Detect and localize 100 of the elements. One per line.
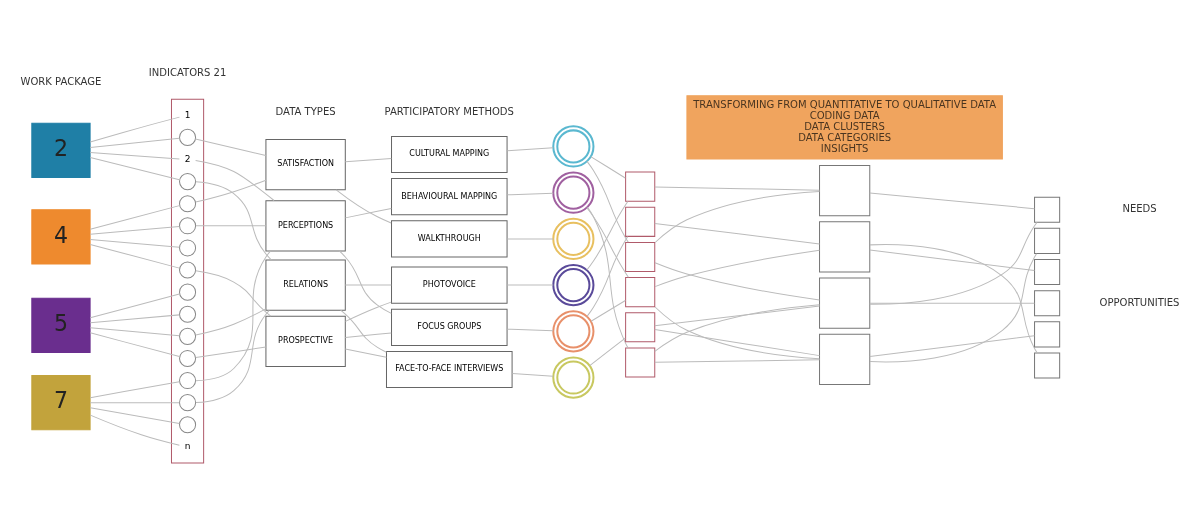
node-box [625,241,656,272]
connector [335,188,392,223]
connector [654,305,820,326]
connector [587,206,629,348]
connector [89,331,180,357]
node-circle [179,415,197,433]
node-box [625,276,656,307]
node-box [819,164,871,216]
connector [89,380,180,398]
connector [195,309,270,403]
node-box [625,171,656,202]
connector [654,222,820,244]
node-picture [552,171,595,214]
node-box [819,277,871,329]
label: NEEDS [1122,202,1157,214]
connector [869,334,1035,357]
node-box: WALKTHROUGH [391,219,508,257]
node-box: 5 [31,297,91,353]
connector [89,243,180,269]
node-box: 2 [31,122,91,178]
node-picture [552,263,595,306]
node-circle [179,283,197,301]
connector [589,337,626,366]
connector [506,192,554,195]
connector [344,157,392,162]
connector [586,206,629,278]
connector [511,372,554,377]
label: WORK PACKAGE [20,75,102,87]
node-circle [179,349,197,367]
connector [89,225,180,235]
node-picture [552,309,595,352]
connector [586,200,629,271]
node-box: 4 [31,208,91,264]
node-picture [552,355,595,399]
node-box [625,206,656,237]
node-circle [179,172,197,190]
cluster [171,98,205,463]
connector [89,414,180,446]
node-circle [179,261,197,279]
connector [338,249,392,314]
node-circle [179,371,197,389]
connector [590,299,626,322]
connector [590,155,626,178]
connector [89,238,180,248]
node-box: TRANSFORMING FROM QUANTITATIVE TO QUALITATIVE DATA CODING DATA DATA CLUSTERS DATA CATEGORIES INSIGHTS [686,94,1003,159]
node-box: CULTURAL MAPPING [391,135,508,173]
connector [89,137,180,148]
node-box [819,333,871,385]
node-text: n [184,440,191,451]
label: DATA TYPES [275,105,336,117]
node-text: 2 [184,153,191,164]
node-circle [179,393,197,411]
connector [89,151,180,159]
node-box [819,220,871,273]
connector [654,190,820,243]
node-picture [552,124,595,168]
connector [344,348,387,358]
node-circle [179,238,197,256]
node-box [1034,227,1061,254]
label: PARTICIPATORY METHODS [384,105,514,117]
node-circle [179,194,197,212]
node-box: PROSPECTIVE [265,315,346,367]
connector [89,401,180,403]
node-box [1034,258,1061,285]
connector [195,159,275,201]
connector [654,185,820,191]
connector [869,221,1038,305]
connector [344,331,392,338]
node-box: 7 [31,374,91,430]
node-box: PHOTOVOICE [391,266,508,304]
connector [89,313,180,323]
connector [586,160,629,243]
node-circle [179,216,197,234]
connector [195,180,272,260]
label: INDICATORS 21 [148,66,227,78]
connector [869,302,1035,304]
node-box: FACE-TO-FACE INTERVIEWS [386,350,513,388]
connector [654,358,820,363]
connector [195,179,267,203]
node-box: FOCUS GROUPS [391,308,508,346]
connector [586,235,629,317]
connector [345,301,392,322]
connector [195,307,267,335]
node-box: SATISFACTION [265,138,346,190]
connector [654,306,820,359]
node-box [625,346,656,378]
connector [506,146,554,151]
connector [195,224,267,226]
node-circle [179,128,197,146]
node-box [1034,196,1061,223]
node-box [1034,320,1061,347]
node-picture [552,217,595,260]
connector [89,293,180,318]
node-box: RELATIONS [265,259,346,311]
node-box [1034,289,1061,316]
connector [195,346,267,358]
connector [195,250,271,381]
connector [869,243,1038,353]
connector [89,116,180,143]
connector [869,191,1035,209]
